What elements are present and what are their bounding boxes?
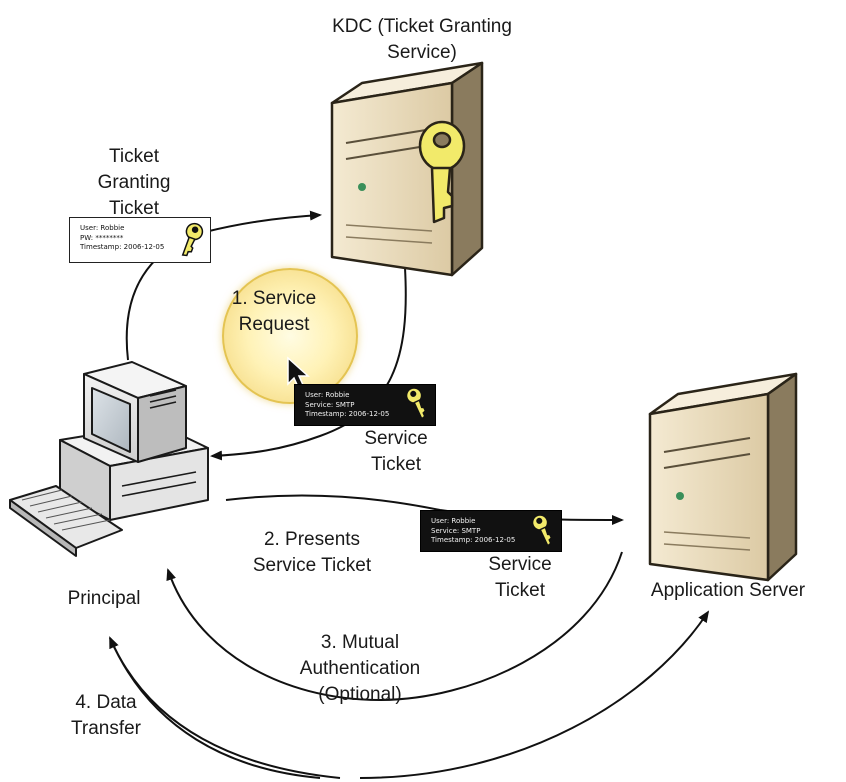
kdc-label: KDC (Ticket Granting Service) [300,14,544,66]
principal-computer-icon [9,361,209,557]
step1-line-1: 1. Service [231,288,317,309]
service-ticket-1-field-user: User: Robbie [305,391,350,399]
service-ticket-1-caption: Service Ticket [346,426,446,478]
service-ticket-2-field-service: Service: SMTP [431,526,481,535]
tgt-caption-line-3: Ticket [109,198,159,219]
arrow-kdc-to-principal [210,267,407,461]
kdc-key-icon [418,120,466,224]
step3-line-1: 3. Mutual [320,632,400,653]
tgt-ticket: User: Robbie PW: ******** Timestamp: 200… [69,217,211,263]
service-ticket-1-caption-line-2: Ticket [371,454,421,475]
step1-line-2: Request [238,314,310,335]
step2-line-2: Service Ticket [252,555,372,576]
application-server-icon [648,372,798,582]
service-ticket-1-field-service: Service: SMTP [305,400,355,409]
step3-line-2: Authentication [299,658,421,679]
arrow-data-transfer-start [109,636,341,779]
service-ticket-2-caption-line-2: Ticket [495,580,545,601]
kdc-server-icon [330,61,484,277]
key-icon [531,514,553,547]
service-ticket-2-field-timestamp: Timestamp: 2006-12-05 [431,536,516,544]
service-ticket-2-caption: Service Ticket [470,552,570,604]
step3-line-3: (Optional) [318,684,402,705]
app-server-label-text: Application Server [650,580,806,601]
step3-label: 3. Mutual Authentication (Optional) [280,630,440,708]
service-ticket-2-field-user: User: Robbie [431,517,476,525]
arrow-appserver-to-principal [166,551,623,702]
service-ticket-1-field-timestamp: Timestamp: 2006-12-05 [305,410,390,418]
key-icon [181,222,204,257]
tgt-caption-line-1: Ticket [109,146,159,167]
tgt-field-user: User: Robbie [80,224,125,232]
service-ticket-2-caption-line-1: Service [488,554,552,575]
key-icon [405,387,427,420]
service-ticket-1-caption-line-1: Service [364,428,428,449]
tgt-field-timestamp: Timestamp: 2006-12-05 [80,243,165,251]
flow-arrows [109,210,708,779]
tgt-caption-line-2: Granting [97,172,171,193]
step4-line-2: Transfer [70,718,142,739]
tgt-field-pw: PW: ******** [80,233,124,242]
arrow-principal-to-appserver [225,494,624,525]
principal-label: Principal [54,586,154,612]
step4-label: 4. Data Transfer [56,690,156,742]
app-server-label: Application Server [630,578,826,604]
step2-line-1: 2. Presents [263,529,361,550]
step4-line-1: 4. Data [75,692,137,713]
step2-label: 2. Presents Service Ticket [236,527,388,579]
step1-label: 1. Service Request [214,286,334,338]
tgt-caption: Ticket Granting Ticket [84,144,184,222]
kdc-label-line-2: Service) [387,42,457,63]
kdc-label-line-1: KDC (Ticket Granting [332,16,512,37]
principal-label-text: Principal [67,588,141,609]
